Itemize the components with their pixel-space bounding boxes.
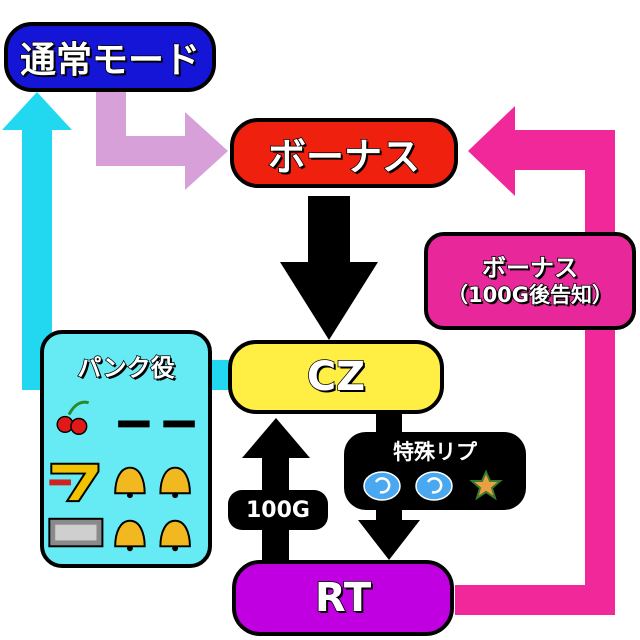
special-replay-icons bbox=[363, 469, 503, 501]
special-replay-callout: 特殊リプ bbox=[344, 432, 526, 510]
node-cz: CZ bbox=[228, 340, 444, 414]
punk-role-label: パンク役 bbox=[77, 353, 176, 383]
bell-icon bbox=[114, 519, 146, 552]
node-rt-label: RT bbox=[314, 574, 372, 622]
punk-role-icons bbox=[48, 400, 195, 552]
special-replay-label: 特殊リプ bbox=[393, 440, 477, 464]
replay-icon bbox=[415, 471, 453, 501]
bonus-notice-callout: ボーナス （100G後告知） bbox=[424, 232, 636, 330]
star-icon bbox=[469, 469, 503, 501]
node-rt: RT bbox=[232, 560, 454, 636]
games-100-label: 100G bbox=[228, 490, 328, 530]
bonus-notice-line2: （100G後告知） bbox=[446, 282, 614, 308]
node-cz-label: CZ bbox=[306, 353, 366, 401]
seven-icon bbox=[49, 462, 100, 503]
replay-icon bbox=[363, 471, 401, 501]
games-100-text: 100G bbox=[246, 497, 310, 523]
arrow-lavender bbox=[96, 84, 228, 190]
node-normal-mode: 通常モード bbox=[4, 22, 216, 92]
dash-icon bbox=[118, 420, 150, 428]
arrow-black-rt-cz bbox=[242, 418, 310, 560]
arrow-black-bonus-cz bbox=[280, 196, 378, 340]
bonus-notice-line1: ボーナス bbox=[481, 253, 579, 282]
node-bonus-label: ボーナス bbox=[267, 134, 421, 180]
node-bonus: ボーナス bbox=[230, 118, 458, 188]
punk-role-panel: パンク役 bbox=[40, 330, 212, 568]
dash-icon bbox=[163, 420, 195, 428]
node-normal-mode-label: 通常モード bbox=[19, 39, 201, 82]
bell-icon bbox=[159, 466, 191, 499]
cherry-icon bbox=[56, 400, 90, 435]
bar-icon bbox=[48, 517, 104, 548]
bell-icon bbox=[159, 519, 191, 552]
arrow-pink bbox=[455, 106, 615, 615]
bell-icon bbox=[114, 466, 146, 499]
